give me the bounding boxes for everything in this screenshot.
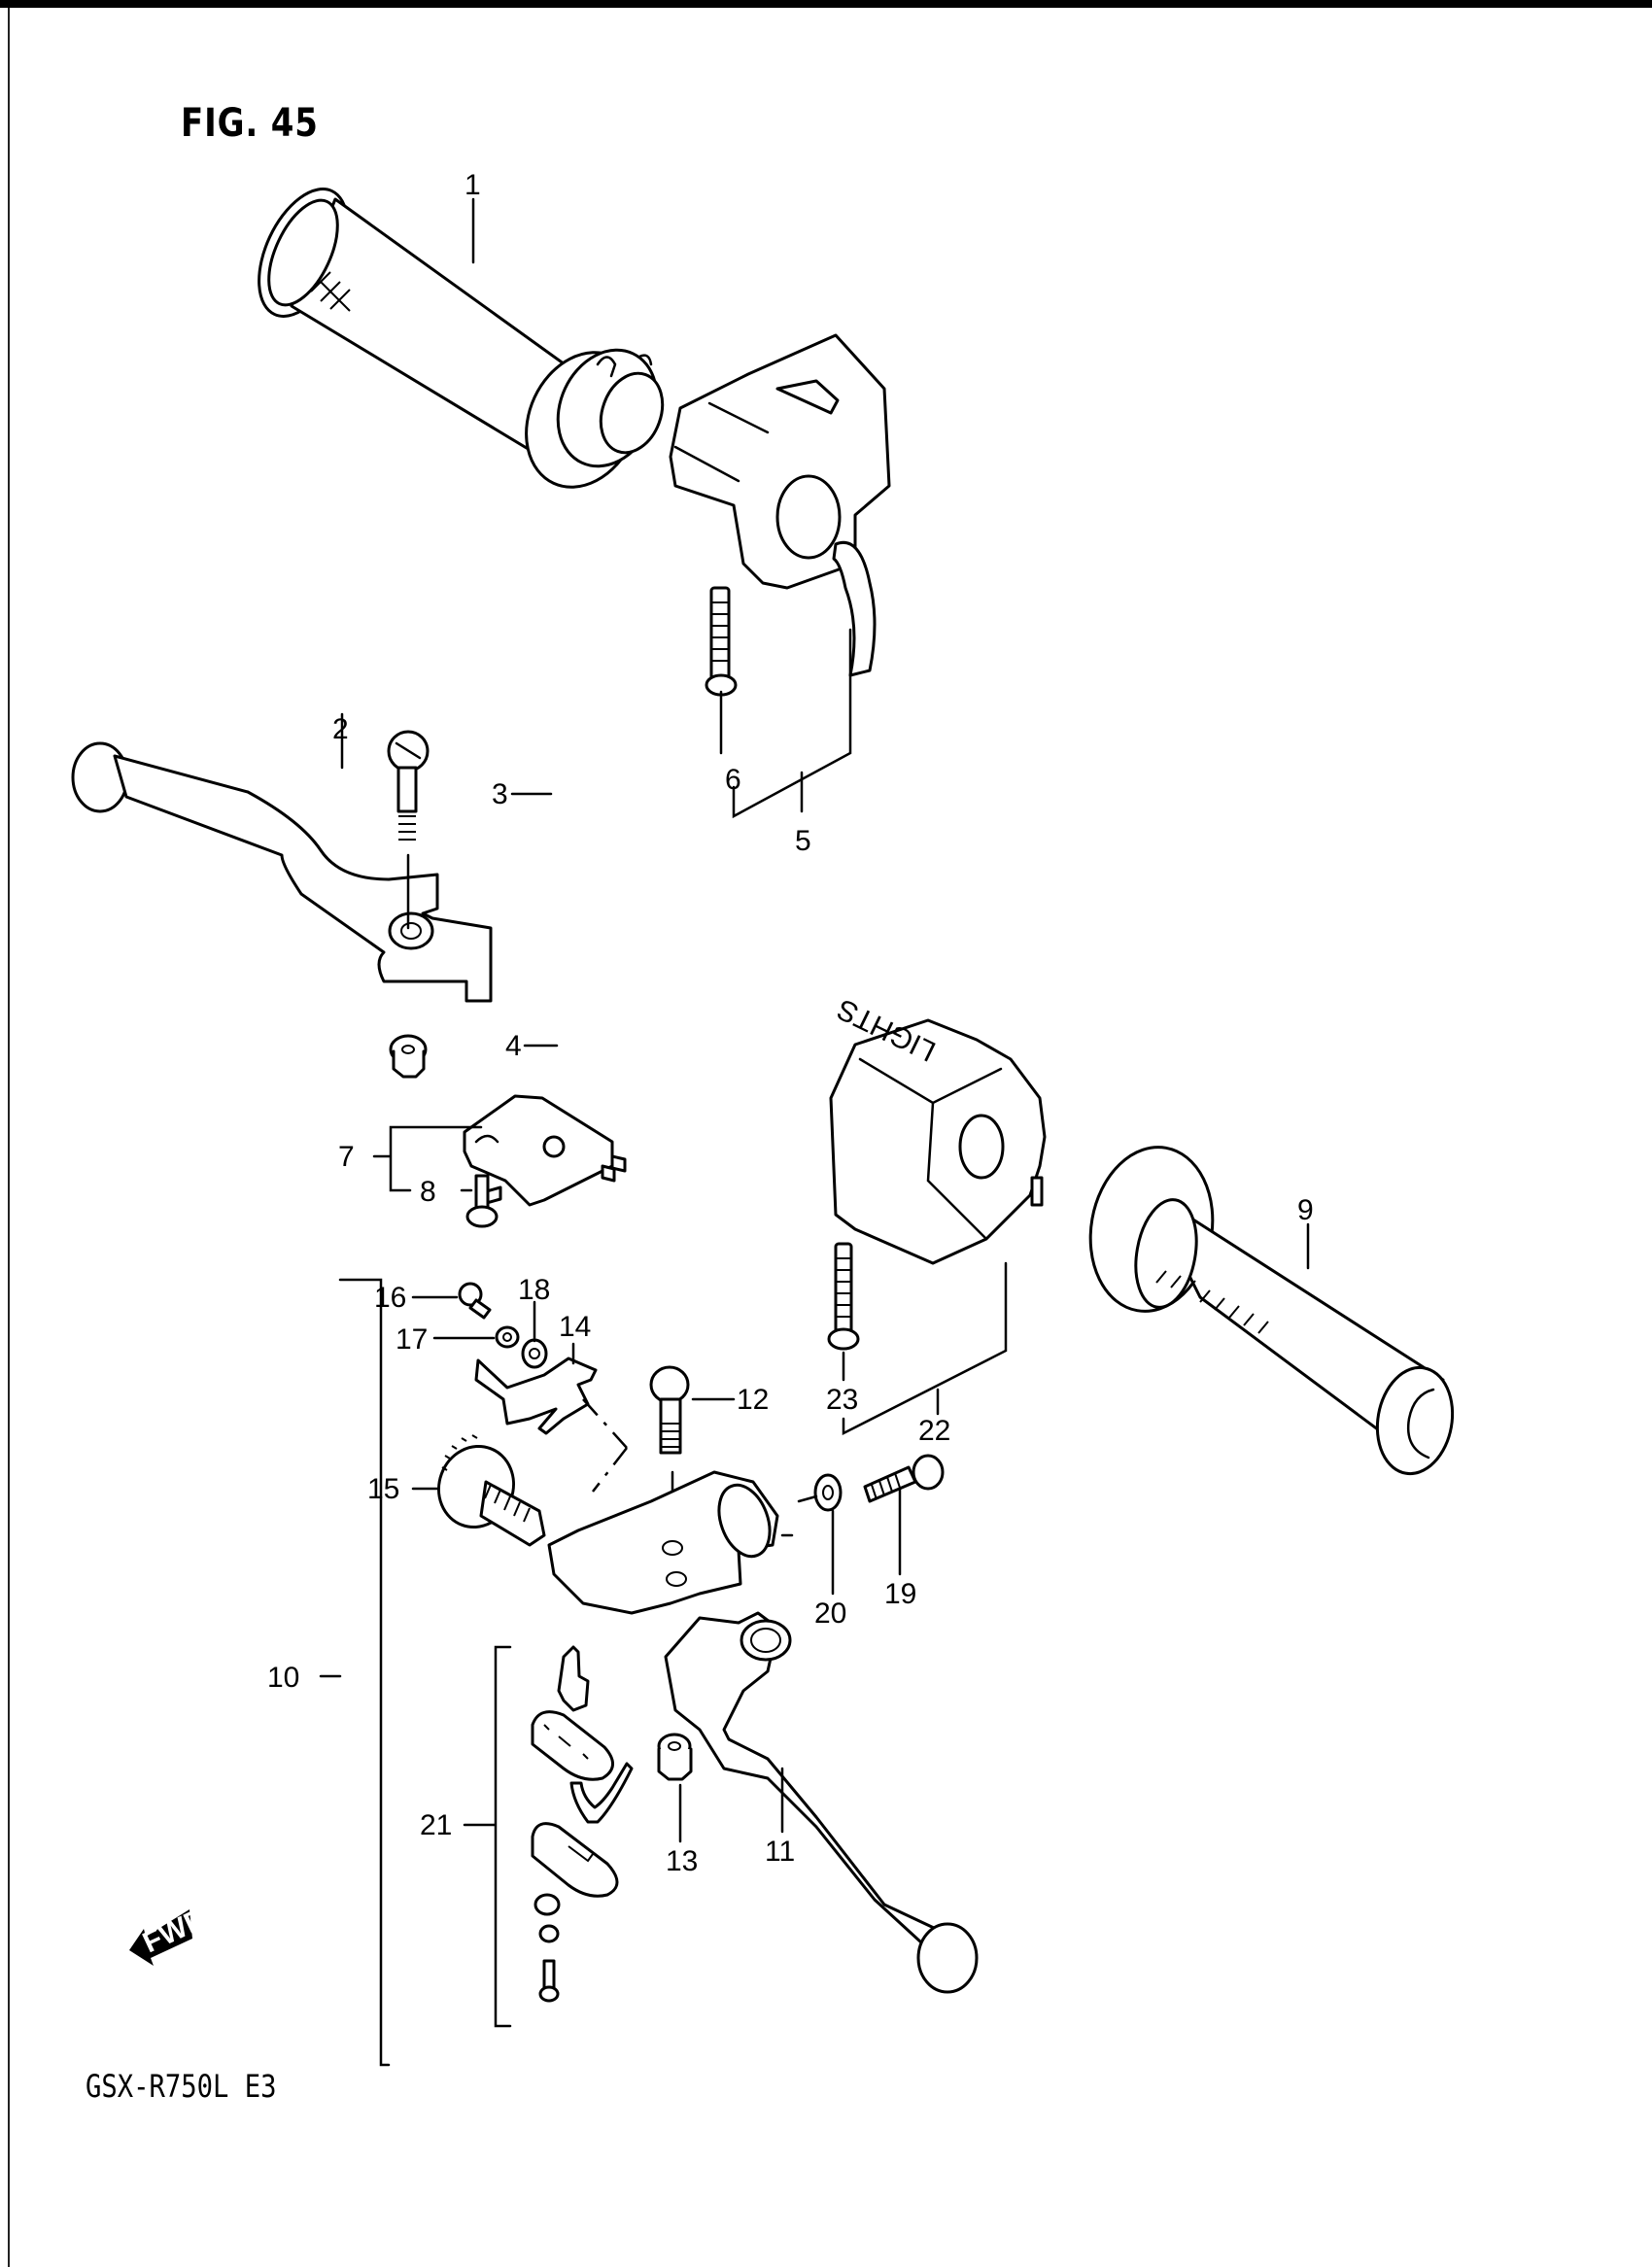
callout-19: 19: [884, 1578, 916, 1610]
part-plate-screw[interactable]: [458, 1282, 492, 1320]
fwd-label: FWD: [138, 1903, 212, 1960]
part-switch-screw-left[interactable]: [827, 1242, 860, 1351]
cable-guide-dash-line: [582, 1398, 628, 1449]
part-switch-screw[interactable]: [465, 1174, 499, 1228]
callout-1: 1: [465, 169, 481, 201]
part-clutch-lever-holder[interactable]: [547, 1470, 779, 1615]
part-left-grip[interactable]: [1078, 1138, 1461, 1480]
part-clamp-washer[interactable]: [813, 1473, 843, 1512]
callout-13: 13: [666, 1845, 698, 1877]
part-left-switch-housing[interactable]: LIGHTS: [829, 992, 1047, 1265]
callout-16: 16: [374, 1282, 406, 1314]
callout-18: 18: [518, 1274, 550, 1306]
page-top-border: [0, 0, 1652, 8]
callout-9: 9: [1297, 1194, 1314, 1226]
callout-22: 22: [918, 1415, 950, 1447]
part-switch-screw-right[interactable]: [705, 586, 738, 697]
part-clutch-lever[interactable]: [664, 1611, 979, 1994]
part-cable-guide-plate[interactable]: [474, 1357, 598, 1435]
callout-2: 2: [332, 713, 349, 745]
callout-6: 6: [725, 764, 741, 796]
leader-lines: [319, 197, 1310, 2067]
callout-11: 11: [765, 1836, 795, 1868]
model-label: GSX-R750L E3: [86, 2068, 277, 2105]
part-clutch-lever-nut[interactable]: [657, 1733, 693, 1781]
part-washer[interactable]: [521, 1338, 548, 1369]
callout-4: 4: [505, 1030, 522, 1062]
callout-5: 5: [795, 825, 811, 857]
callout-15: 15: [367, 1473, 399, 1505]
callout-12: 12: [737, 1384, 769, 1416]
part-lever-pivot-bolt[interactable]: [387, 730, 430, 930]
part-right-switch-housing[interactable]: [669, 333, 891, 677]
part-brake-lever[interactable]: [71, 741, 493, 1003]
part-cable-adjuster[interactable]: [428, 1434, 546, 1547]
part-lock-washer[interactable]: [495, 1325, 520, 1349]
page-left-edge: [8, 8, 10, 2267]
callout-23: 23: [826, 1384, 858, 1416]
callout-21: 21: [420, 1809, 452, 1841]
callout-8: 8: [420, 1176, 436, 1208]
part-clutch-lever-pivot-bolt[interactable]: [649, 1365, 690, 1552]
fwd-arrow-icon: FWD: [129, 1903, 212, 1966]
part-clutch-switch-assy[interactable]: [531, 1645, 634, 2003]
callout-14: 14: [559, 1311, 591, 1343]
callout-7: 7: [338, 1141, 355, 1173]
cable-guide-dash-line-2: [592, 1447, 628, 1493]
callout-3: 3: [492, 778, 508, 810]
callout-labels: 1 2 3 4 5 6 7 8 9 10 11 12 13 14 15 16 1…: [267, 169, 1314, 1877]
part-lever-nut[interactable]: [389, 1034, 428, 1079]
figure-title: FIG. 45: [181, 101, 319, 146]
part-holder-clamp-bolt[interactable]: [863, 1454, 945, 1503]
part-throttle-grip[interactable]: [241, 175, 675, 505]
callout-17: 17: [396, 1323, 428, 1356]
callout-10: 10: [267, 1662, 299, 1694]
callout-20: 20: [814, 1597, 846, 1630]
